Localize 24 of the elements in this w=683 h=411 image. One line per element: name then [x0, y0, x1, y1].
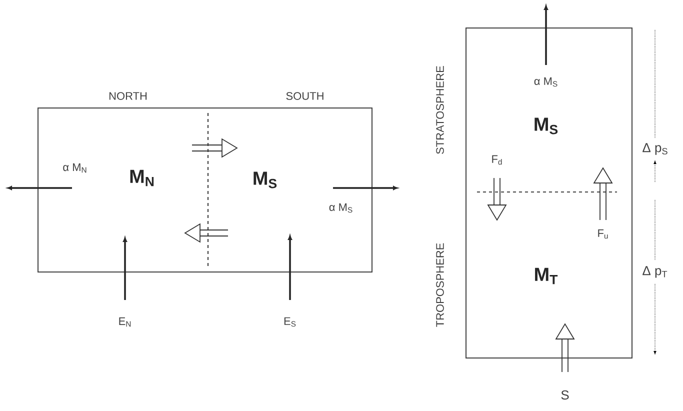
- flux-label: S: [561, 390, 569, 400]
- hollow-arrow: [184, 224, 228, 242]
- edge-label: F$_{d}$: [492, 155, 502, 165]
- mass-label: M$_{T}$: [535, 268, 558, 284]
- mass-label: M$_{S}$: [254, 172, 277, 188]
- mass-label: M$_{N}$: [130, 170, 154, 186]
- flux-label: E$_{S}$: [284, 317, 296, 327]
- flux-label: E$_{N}$: [119, 317, 131, 327]
- dimension-label: Δ p$_{S}$: [642, 143, 668, 155]
- flux-label: α M$_{N}$: [63, 163, 86, 173]
- layer-label: STRATOSPHERE: [436, 66, 444, 154]
- hollow-arrow: [594, 167, 612, 220]
- region-box: [38, 108, 372, 272]
- dimension-label: Δ p$_{T}$: [642, 266, 668, 278]
- region-label: SOUTH: [286, 92, 324, 100]
- region-label: NORTH: [109, 92, 147, 100]
- mass-label: M$_{S}$: [534, 118, 558, 134]
- flux-label: α M$_{S}$: [329, 203, 352, 213]
- layer-label: TROPOSPHERE: [436, 243, 444, 327]
- flux-label: α M$_{S}$: [534, 77, 558, 87]
- edge-label: F$_{u}$: [598, 229, 608, 239]
- region-box: [466, 28, 632, 358]
- hollow-arrow: [488, 178, 506, 221]
- hollow-arrow: [192, 138, 238, 158]
